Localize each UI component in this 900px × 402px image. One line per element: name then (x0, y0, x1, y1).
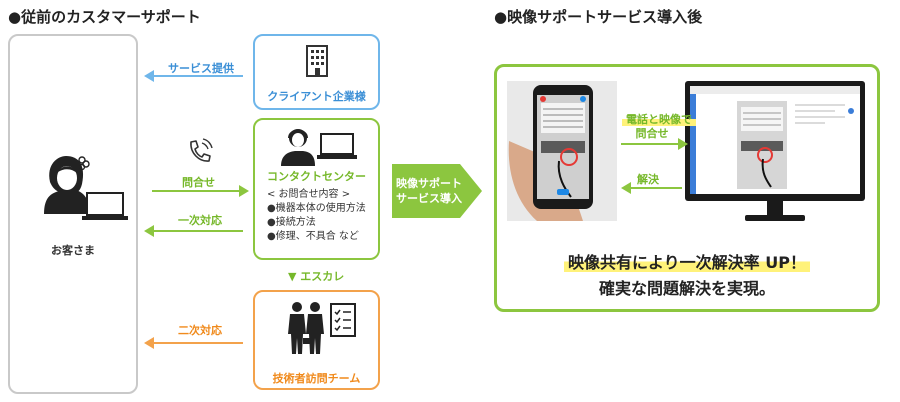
video-inquiry-label: 電話と映像で 問合せ (622, 113, 696, 141)
first-response-arrow (144, 225, 243, 237)
result-line-2: 確実な問題解決を実現。 (598, 279, 775, 298)
inquiry-title: < お問合せ内容 > (267, 189, 351, 200)
inquiry-list: < お問合せ内容 > ●機器本体の使用方法 ●接続方法 ●修理、不具合 など (267, 188, 366, 244)
technician-box: 技術者訪問チーム (253, 290, 380, 390)
after-heading: ●映像サポートサービス導入後 (494, 8, 703, 26)
inquiry-item: ●修理、不具合 など (267, 231, 359, 242)
phone-icon (190, 138, 213, 162)
escalation-label: ▼ エスカレ (288, 270, 345, 283)
inquiry-item: ●接続方法 (267, 217, 316, 228)
contact-center-box: コンタクトセンター < お問合せ内容 > ●機器本体の使用方法 ●接続方法 ●修… (253, 118, 380, 260)
inquiry-arrow (152, 185, 249, 197)
solve-label: 解決 (637, 173, 659, 186)
building-icon (306, 45, 328, 77)
technician-label: 技術者訪問チーム (272, 372, 361, 385)
transition-arrow-icon (392, 164, 482, 218)
second-response-arrow (144, 337, 243, 349)
operator-icon (281, 129, 357, 166)
service-arrow (144, 70, 243, 82)
after-box: 電話と映像で 問合せ 解決 映像共有により一次解決率 UP！ 確実な問題解決を実… (494, 64, 880, 312)
smartphone-photo-icon (507, 81, 617, 221)
inquiry-label: 問合せ (182, 176, 215, 189)
client-label: クライアント企業様 (267, 90, 366, 103)
technicians-icon (288, 302, 356, 354)
customer-person-icon (44, 156, 90, 214)
transition-text: 映像サポート サービス導入 (396, 177, 462, 205)
result-line-1: 映像共有により一次解決率 UP！ (497, 249, 877, 273)
first-response-label: 一次対応 (178, 214, 222, 227)
contact-center-label: コンタクトセンター (267, 170, 366, 183)
monitor-photo-icon (685, 81, 865, 221)
video-inquiry-arrow (621, 138, 688, 150)
inquiry-item: ●機器本体の使用方法 (267, 203, 366, 214)
customer-laptop-icon (82, 192, 128, 220)
solve-arrow (621, 182, 682, 194)
customer-label: お客さま (51, 244, 95, 257)
before-heading: ●従前のカスタマーサポート (8, 8, 201, 26)
service-label: サービス提供 (168, 62, 234, 75)
client-box: クライアント企業様 (253, 34, 380, 110)
customer-box: お客さま (8, 34, 138, 394)
second-response-label: 二次対応 (178, 324, 222, 337)
